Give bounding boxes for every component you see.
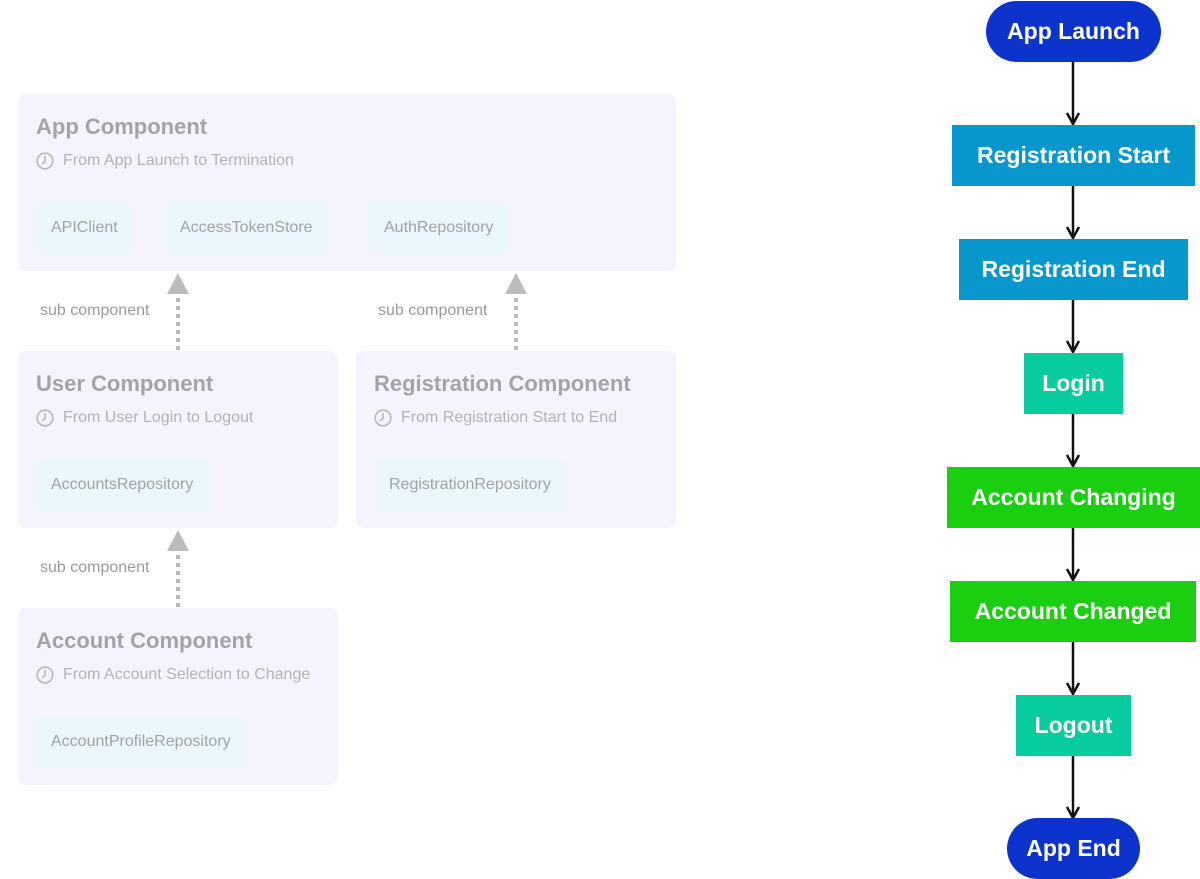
account-component-lifetime: From Account Selection to Change	[36, 666, 310, 684]
registration-component-lifetime: From Registration Start to End	[374, 409, 617, 427]
chip-access-token-store: AccessTokenStore	[164, 202, 329, 254]
chip-accounts-repository: AccountsRepository	[35, 459, 210, 511]
sub-component-arrow-registration-to-app	[505, 273, 527, 350]
clock-icon	[36, 666, 54, 684]
flow-node-account-changed: Account Changed	[950, 581, 1196, 642]
flow-node-account-changing: Account Changing	[947, 467, 1200, 528]
sub-component-label-account: sub component	[40, 559, 150, 576]
user-component-lifetime-text: From User Login to Logout	[63, 409, 254, 426]
chip-account-profile-repository: AccountProfileRepository	[35, 716, 247, 768]
clock-icon	[36, 152, 54, 170]
account-component-lifetime-text: From Account Selection to Change	[63, 666, 311, 683]
flow-node-login: Login	[1024, 353, 1123, 414]
chip-api-client: APIClient	[35, 202, 134, 254]
app-component-card: App Component From App Launch to Termina…	[18, 94, 676, 271]
user-component-title: User Component	[36, 371, 214, 396]
account-component-title: Account Component	[36, 628, 253, 653]
sub-component-arrow-account-to-user	[167, 530, 189, 607]
flow-node-app-launch: App Launch	[986, 1, 1161, 62]
registration-component-lifetime-text: From Registration Start to End	[401, 409, 618, 426]
user-component-card: User Component From User Login to Logout…	[18, 351, 338, 528]
flow-node-logout: Logout	[1016, 695, 1131, 756]
chip-auth-repository: AuthRepository	[368, 202, 510, 254]
account-component-card: Account Component From Account Selection…	[18, 608, 338, 785]
user-component-lifetime: From User Login to Logout	[36, 409, 253, 427]
flow-node-registration-start: Registration Start	[952, 125, 1195, 186]
flow-node-registration-end: Registration End	[959, 239, 1188, 300]
registration-component-title: Registration Component	[374, 371, 631, 396]
clock-icon	[374, 409, 392, 427]
sub-component-arrow-user-to-app	[167, 273, 189, 350]
sub-component-label-registration: sub component	[378, 302, 488, 319]
app-component-title: App Component	[36, 114, 208, 139]
chip-registration-repository: RegistrationRepository	[373, 459, 567, 511]
clock-icon	[36, 409, 54, 427]
app-component-lifetime: From App Launch to Termination	[36, 152, 294, 170]
registration-component-card: Registration Component From Registration…	[356, 351, 676, 528]
app-component-lifetime-text: From App Launch to Termination	[63, 152, 294, 169]
sub-component-label-user: sub component	[40, 302, 150, 319]
flow-node-app-end: App End	[1007, 818, 1140, 879]
